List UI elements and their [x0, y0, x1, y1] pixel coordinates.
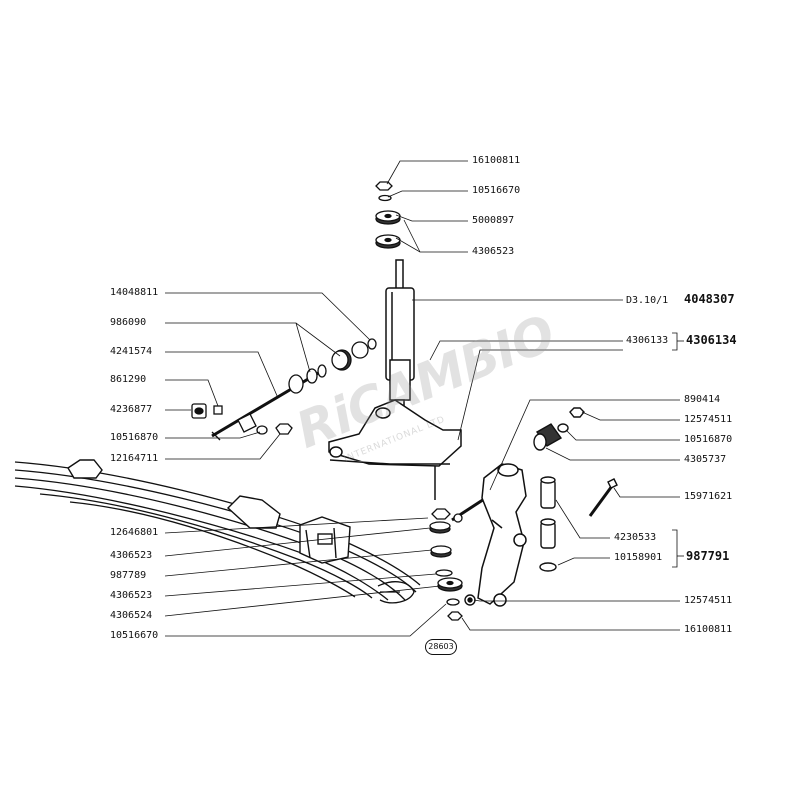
shock-absorber: [385, 259, 436, 500]
part-label: 4306523: [110, 550, 153, 561]
top-mount-stack: [375, 181, 401, 249]
part-label: 4236877: [110, 404, 153, 415]
part-label: 4306134: [686, 333, 737, 347]
part-label: 12574511: [684, 595, 733, 606]
part-label: 986090: [110, 317, 147, 328]
shackle-plate: [477, 463, 527, 607]
part-label: 4306524: [110, 610, 153, 621]
lower-bracket: [328, 399, 462, 467]
part-label: 987789: [110, 570, 147, 581]
right-parts: [464, 407, 618, 606]
part-label: 15971621: [684, 491, 733, 502]
part-label: 4230533: [614, 532, 657, 543]
part-label: 16100811: [684, 624, 733, 635]
reference-label: D3.10/1: [626, 295, 669, 306]
part-label: 4305737: [684, 454, 727, 465]
part-label: 861290: [110, 374, 147, 385]
part-label: 12574511: [684, 414, 733, 425]
part-label: 10516670: [472, 185, 521, 196]
part-label: 5000897: [472, 215, 515, 226]
part-label: 14048811: [110, 287, 159, 298]
part-label: 4048307: [684, 292, 735, 306]
part-label: 10516870: [110, 432, 159, 443]
part-label: 10516870: [684, 434, 733, 445]
part-label: 987791: [686, 549, 730, 563]
part-label: 890414: [684, 394, 721, 405]
part-label: 12646801: [110, 527, 159, 538]
part-label: 12164711: [110, 453, 159, 464]
part-label: 4306523: [472, 246, 515, 257]
drawing-number-badge: 28603: [425, 639, 457, 655]
lower-stack: [429, 490, 496, 621]
part-label: 10158901: [614, 552, 663, 563]
part-label: 4241574: [110, 346, 153, 357]
shackle-bolt-assembly: [191, 338, 377, 441]
part-label: 10516670: [110, 630, 159, 641]
leaf-spring: [14, 461, 421, 604]
part-label: 4306133: [626, 335, 669, 346]
leader-lines: [164, 160, 684, 637]
part-label: 16100811: [472, 155, 521, 166]
part-label: 4306523: [110, 590, 153, 601]
